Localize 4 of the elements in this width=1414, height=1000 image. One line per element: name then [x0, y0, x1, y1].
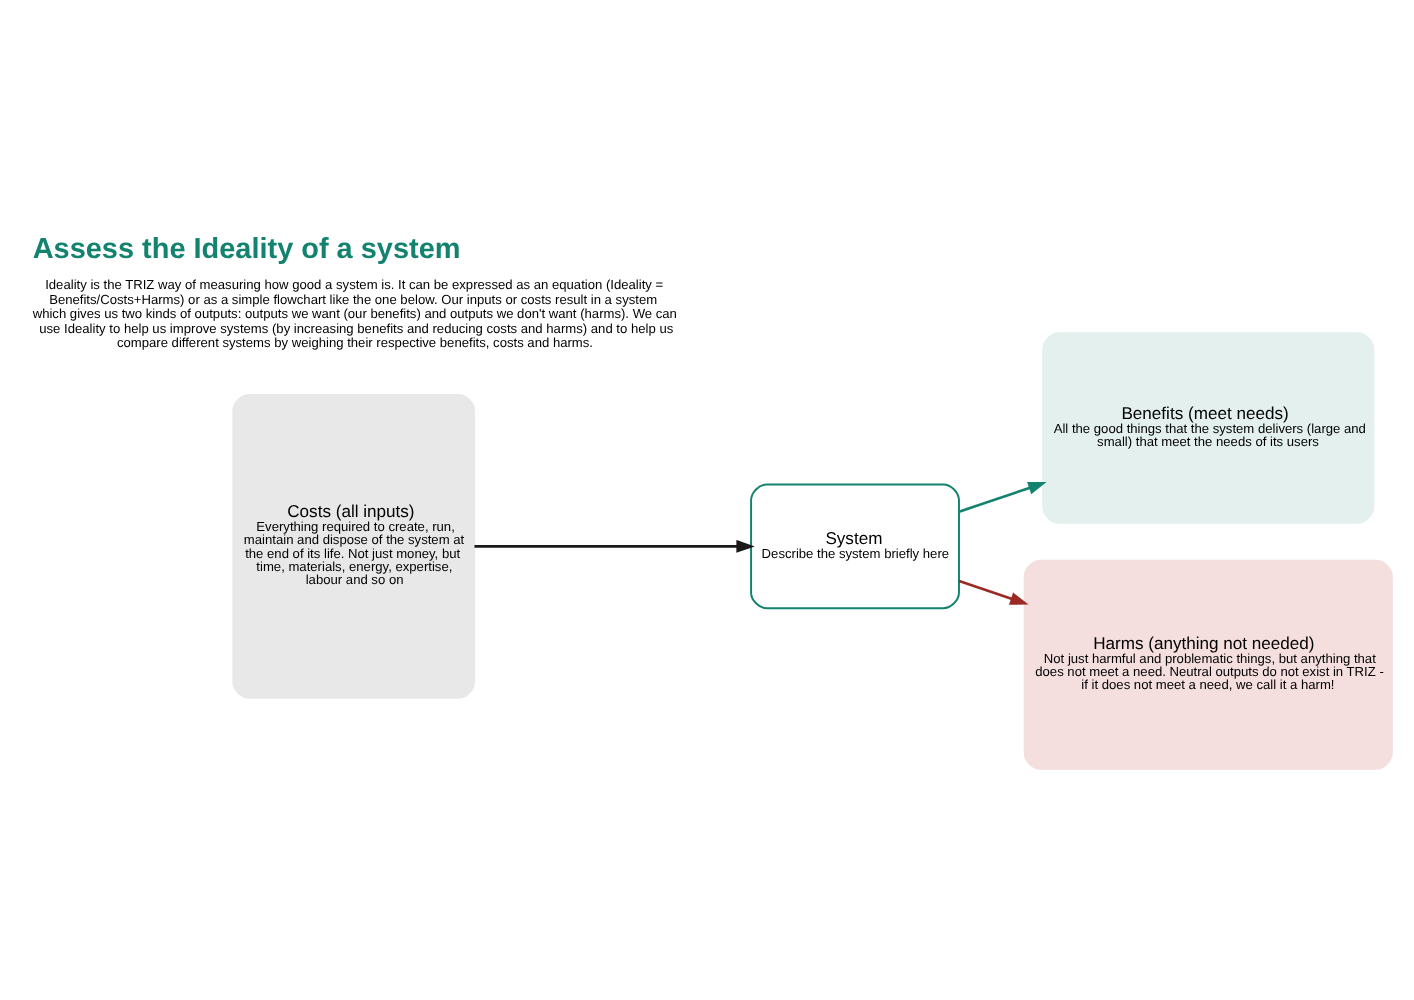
- arrow: [958, 579, 1029, 605]
- arrow: [474, 539, 755, 553]
- diagram-title: Assess the Ideality of a system: [32, 234, 461, 267]
- arrow: [958, 481, 1047, 513]
